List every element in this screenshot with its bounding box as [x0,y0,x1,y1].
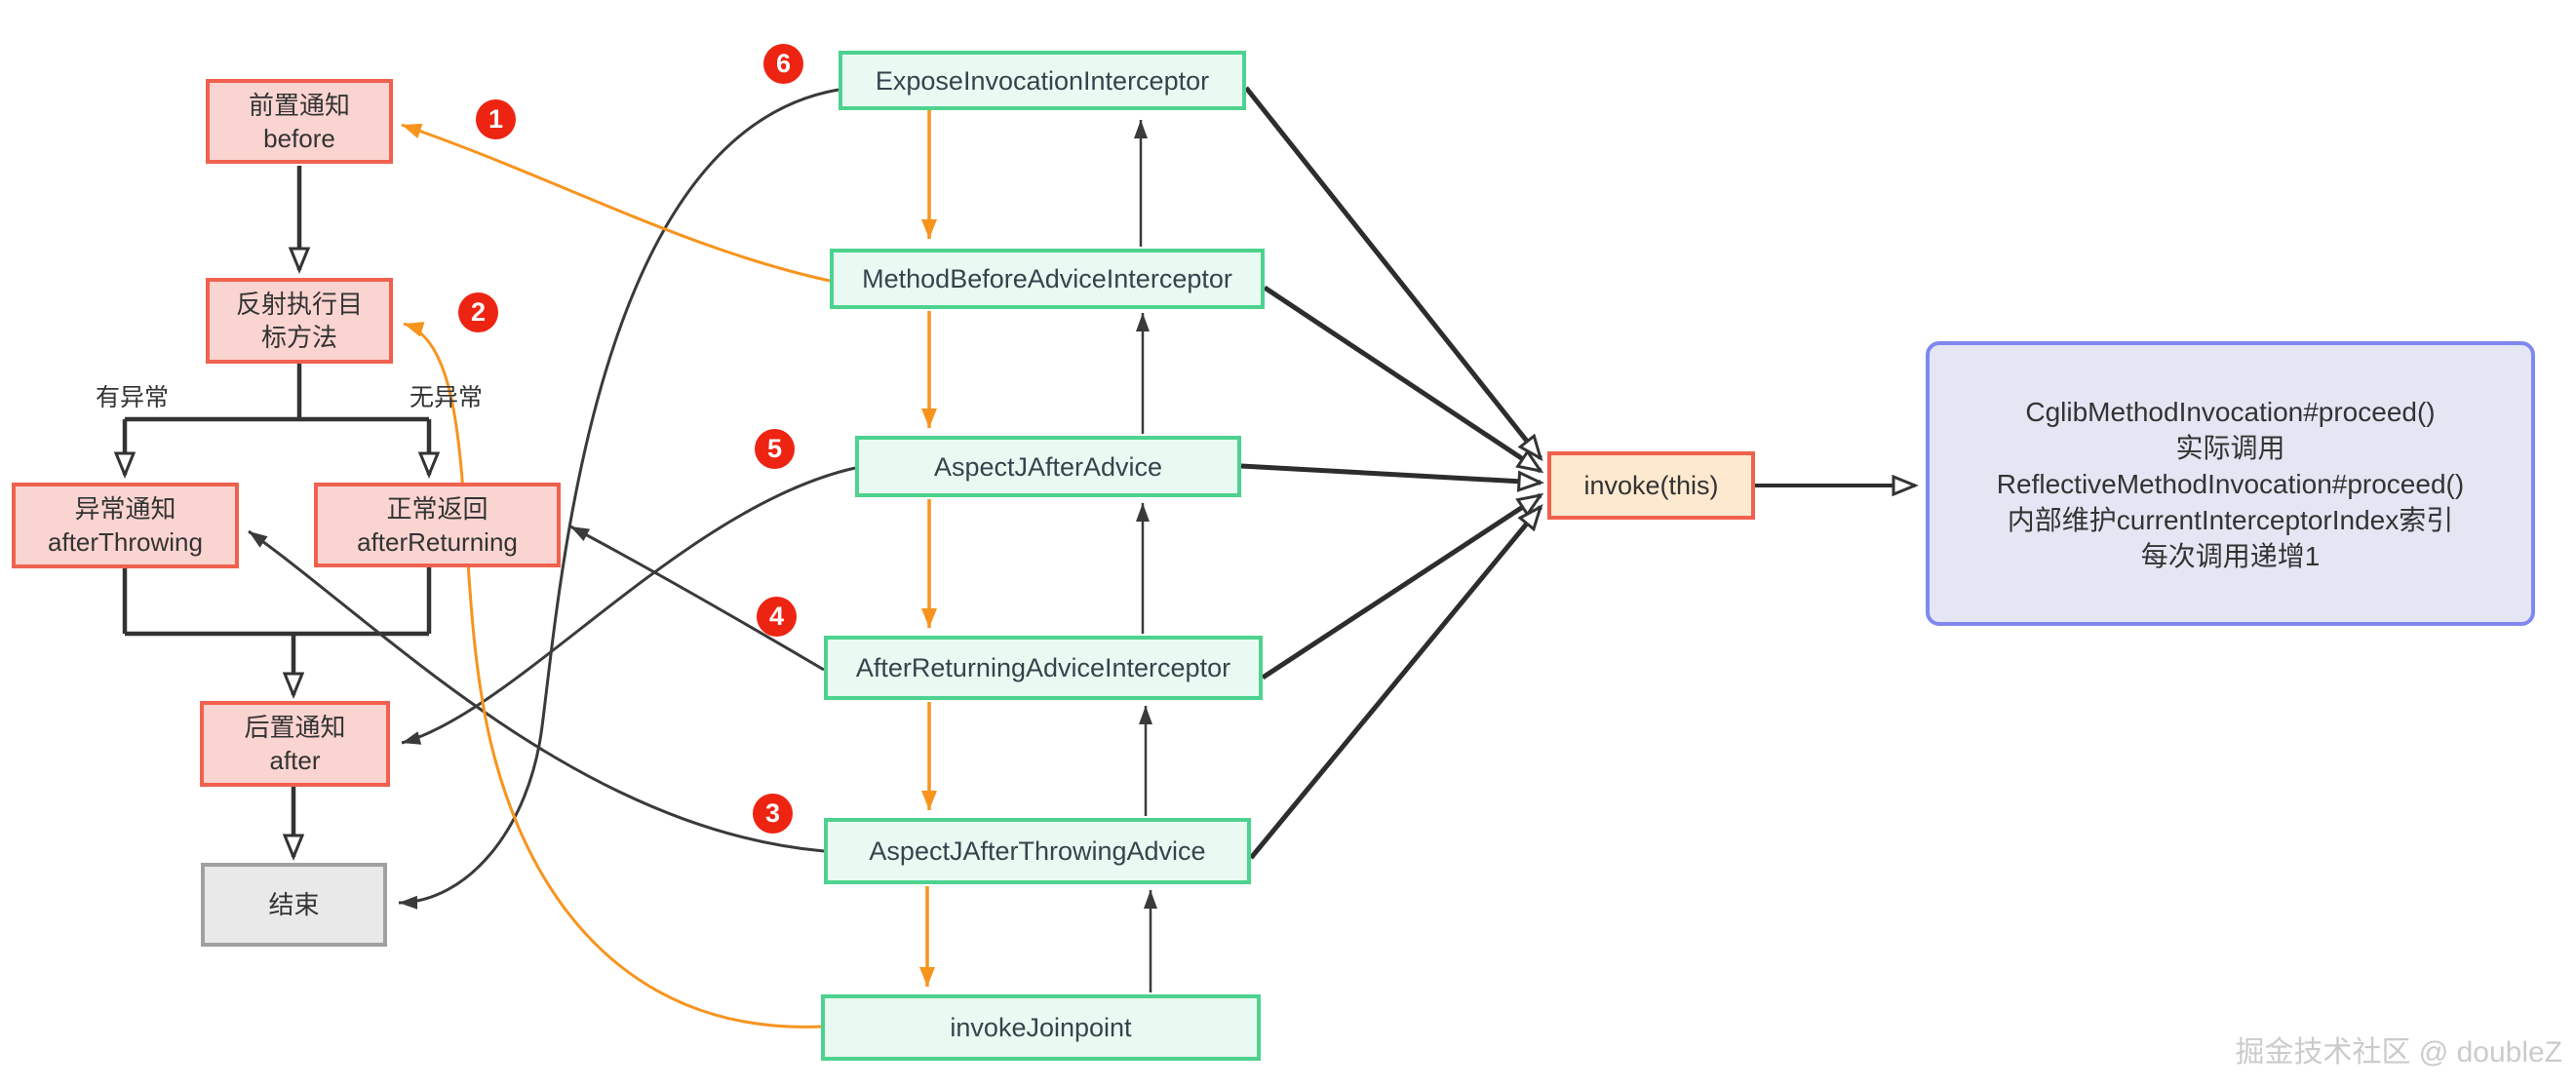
branch-label-no-exception: 无异常 [410,384,484,411]
node-method-before-advice-interceptor: MethodBeforeAdviceInterceptor [830,249,1265,309]
step-badge-5: 5 [755,429,795,469]
info-line-3: ReflectiveMethodInvocation#proceed() [1996,468,2465,499]
line-aspectjafter-to-invoke [1240,463,1541,483]
curve-expose-to-end [398,88,839,910]
node-end: 结束 [201,863,387,947]
node-end-title: 结束 [268,890,320,919]
node-after-returning-subtitle: afterReturning [357,526,518,557]
interceptor-chain-up-arrows [1134,120,1157,992]
curve-afterreturning-to-afterreturning-node [569,525,825,672]
node-reflect-title: 反射执行目 [235,290,363,319]
step-badge-4: 4 [757,597,797,637]
node-reflect-subtitle: 标方法 [260,323,337,352]
node-invoke-this: invoke(this) [1547,451,1755,520]
node-after-throwing-title: 异常通知 [74,494,176,524]
info-line-5: 每次调用递增1 [2140,540,2321,571]
node-invoke-joinpoint: invokeJoinpoint [821,994,1261,1061]
step-badge-6: 6 [763,44,803,84]
method-before-advice-interceptor-label: MethodBeforeAdviceInterceptor [862,264,1232,293]
node-aspectj-after-throwing-advice: AspectJAfterThrowingAdvice [824,818,1251,884]
node-after-throwing-subtitle: afterThrowing [48,527,203,557]
aspectj-after-throwing-advice-label: AspectJAfterThrowingAdvice [869,836,1206,866]
invoke-fan-lines [1240,86,1541,860]
aspectj-after-advice-label: AspectJAfterAdvice [933,451,1163,482]
watermark: 掘金技术社区 @ doubleZ [2235,1036,2562,1069]
node-after-returning: 正常返回 afterReturning [314,483,561,567]
node-after-throwing: 异常通知 afterThrowing [12,483,239,568]
node-before-advice-subtitle: before [263,123,335,153]
line-afterthrowing-to-invoke [1249,507,1541,860]
node-after-advice-subtitle: after [269,746,321,775]
step-badge-1: 1 [476,99,516,139]
curve-methodbefore-to-before [401,123,831,283]
info-line-1: CglibMethodInvocation#proceed() [2025,396,2436,427]
node-after-advice-title: 后置通知 [244,713,346,742]
line-afterreturning-to-invoke [1261,495,1541,680]
node-before-advice: 前置通知 before [206,79,393,164]
after-returning-advice-interceptor-label: AfterReturningAdviceInterceptor [855,653,1231,682]
interceptor-chain-down-arrows [919,110,937,987]
invoke-joinpoint-label: invokeJoinpoint [950,1013,1132,1042]
info-line-2: 实际调用 [2175,432,2285,463]
node-reflect-invoke-target: 反射执行目 标方法 [206,278,393,364]
node-expose-invocation-interceptor: ExposeInvocationInterceptor [839,51,1246,110]
node-after-advice: 后置通知 after [200,701,390,787]
node-before-advice-title: 前置通知 [248,90,350,120]
node-aspectj-after-advice: AspectJAfterAdvice [855,436,1241,497]
advice-callback-curves [248,88,856,910]
curve-aspectjafter-to-after [401,466,856,745]
invoke-this-label: invoke(this) [1583,471,1719,500]
info-line-4: 内部维护currentInterceptorIndex索引 [2007,504,2454,535]
branch-label-has-exception: 有异常 [96,384,170,411]
curve-afterthrowing-to-afterthrowing-node [248,529,825,853]
line-expose-to-invoke [1244,86,1541,458]
node-after-returning-title: 正常返回 [386,493,488,524]
node-after-returning-advice-interceptor: AfterReturningAdviceInterceptor [824,636,1263,700]
step-badge-2: 2 [458,292,498,332]
info-box-proceed-note: CglibMethodInvocation#proceed() 实际调用 Ref… [1926,341,2535,626]
line-methodbefore-to-invoke [1263,285,1541,471]
orange-advice-curves [401,123,831,1029]
curve-invokejoinpoint-to-reflect [403,322,822,1029]
expose-invocation-interceptor-label: ExposeInvocationInterceptor [875,65,1210,96]
step-badge-3: 3 [753,794,793,834]
